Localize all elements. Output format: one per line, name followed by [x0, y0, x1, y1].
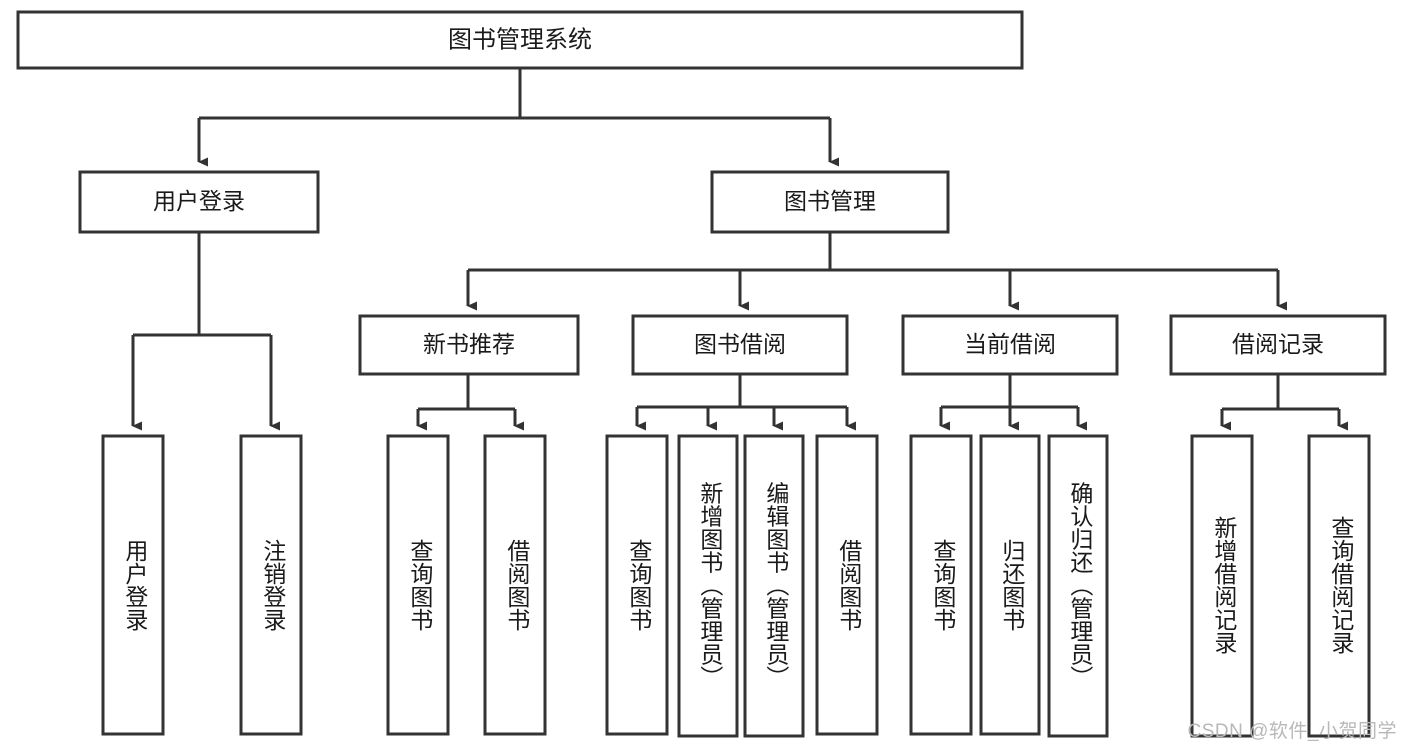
csdn-watermark: CSDN @软件_小贺同学 — [1187, 721, 1397, 742]
node-leaf-borrow-book-1-label: 借阅图书 — [504, 539, 531, 631]
node-user-login[interactable]: 用户登录 — [78, 170, 320, 234]
node-leaf-borrow-book-2-box[interactable] — [815, 434, 879, 736]
node-leaf-return-book[interactable]: 归还图书 — [979, 434, 1041, 736]
node-leaf-add-book-box[interactable] — [677, 434, 739, 738]
node-current-borrow[interactable]: 当前借阅 — [901, 314, 1119, 376]
node-leaf-user-login-box[interactable] — [101, 434, 165, 736]
node-leaf-query-record-label: 查询借阅记录 — [1328, 516, 1355, 654]
node-root[interactable]: 图书管理系统 — [16, 10, 1024, 70]
node-leaf-edit-book-label: 编辑图书（管理员） — [763, 482, 790, 689]
node-current-borrow-label: 当前借阅 — [964, 331, 1056, 357]
node-leaf-query-book-1-label: 查询图书 — [407, 539, 434, 631]
node-leaf-user-login[interactable]: 用户登录 — [101, 434, 165, 736]
node-book-borrow-label: 图书借阅 — [694, 331, 786, 357]
node-leaf-borrow-book-2-label: 借阅图书 — [836, 539, 863, 631]
node-leaf-borrow-book-1-box[interactable] — [483, 434, 547, 736]
node-leaf-confirm-return-box[interactable] — [1047, 434, 1109, 738]
node-root-label: 图书管理系统 — [448, 26, 592, 53]
node-leaf-add-record-box[interactable] — [1190, 434, 1254, 738]
node-leaf-user-login-label: 用户登录 — [122, 539, 149, 631]
node-book-borrow[interactable]: 图书借阅 — [631, 314, 849, 376]
node-leaf-edit-book[interactable]: 编辑图书（管理员） — [743, 434, 805, 738]
node-book-borrow-box[interactable] — [631, 314, 849, 376]
node-root-box[interactable] — [16, 10, 1024, 70]
node-new-book-rec-box[interactable] — [358, 314, 580, 376]
connector-layer — [131, 68, 1348, 431]
node-leaf-query-book-2-box[interactable] — [605, 434, 669, 736]
node-book-manage[interactable]: 图书管理 — [710, 170, 950, 234]
node-leaf-add-book-label: 新增图书（管理员） — [697, 482, 724, 689]
node-leaf-query-record[interactable]: 查询借阅记录 — [1307, 434, 1371, 738]
node-book-manage-label: 图书管理 — [784, 188, 876, 214]
node-leaf-borrow-book-2[interactable]: 借阅图书 — [815, 434, 879, 736]
node-leaf-confirm-return-label: 确认归还（管理员） — [1067, 482, 1094, 689]
node-leaf-query-book-2-label: 查询图书 — [626, 539, 653, 631]
node-leaf-return-book-label: 归还图书 — [999, 539, 1026, 631]
node-leaf-edit-book-box[interactable] — [743, 434, 805, 738]
node-new-book-rec[interactable]: 新书推荐 — [358, 314, 580, 376]
node-borrow-record-label: 借阅记录 — [1232, 331, 1324, 357]
node-leaf-logout[interactable]: 注销登录 — [239, 434, 303, 736]
node-book-manage-box[interactable] — [710, 170, 950, 234]
node-leaf-add-book[interactable]: 新增图书（管理员） — [677, 434, 739, 738]
node-leaf-query-book-3-box[interactable] — [909, 434, 973, 736]
node-leaf-query-book-3-label: 查询图书 — [930, 539, 957, 631]
node-leaf-confirm-return[interactable]: 确认归还（管理员） — [1047, 434, 1109, 738]
node-leaf-logout-box[interactable] — [239, 434, 303, 736]
node-leaf-borrow-book-1[interactable]: 借阅图书 — [483, 434, 547, 736]
node-leaf-query-record-box[interactable] — [1307, 434, 1371, 738]
node-user-login-label: 用户登录 — [153, 188, 245, 214]
node-leaf-logout-label: 注销登录 — [260, 539, 287, 631]
node-leaf-add-record-label: 新增借阅记录 — [1211, 516, 1238, 654]
node-leaf-query-book-3[interactable]: 查询图书 — [909, 434, 973, 736]
node-leaf-query-book-1[interactable]: 查询图书 — [386, 434, 450, 736]
node-borrow-record[interactable]: 借阅记录 — [1169, 314, 1387, 376]
node-current-borrow-box[interactable] — [901, 314, 1119, 376]
node-borrow-record-box[interactable] — [1169, 314, 1387, 376]
node-new-book-rec-label: 新书推荐 — [423, 331, 515, 357]
node-leaf-add-record[interactable]: 新增借阅记录 — [1190, 434, 1254, 738]
node-leaf-return-book-box[interactable] — [979, 434, 1041, 736]
node-leaf-query-book-1-box[interactable] — [386, 434, 450, 736]
node-user-login-box[interactable] — [78, 170, 320, 234]
node-leaf-query-book-2[interactable]: 查询图书 — [605, 434, 669, 736]
